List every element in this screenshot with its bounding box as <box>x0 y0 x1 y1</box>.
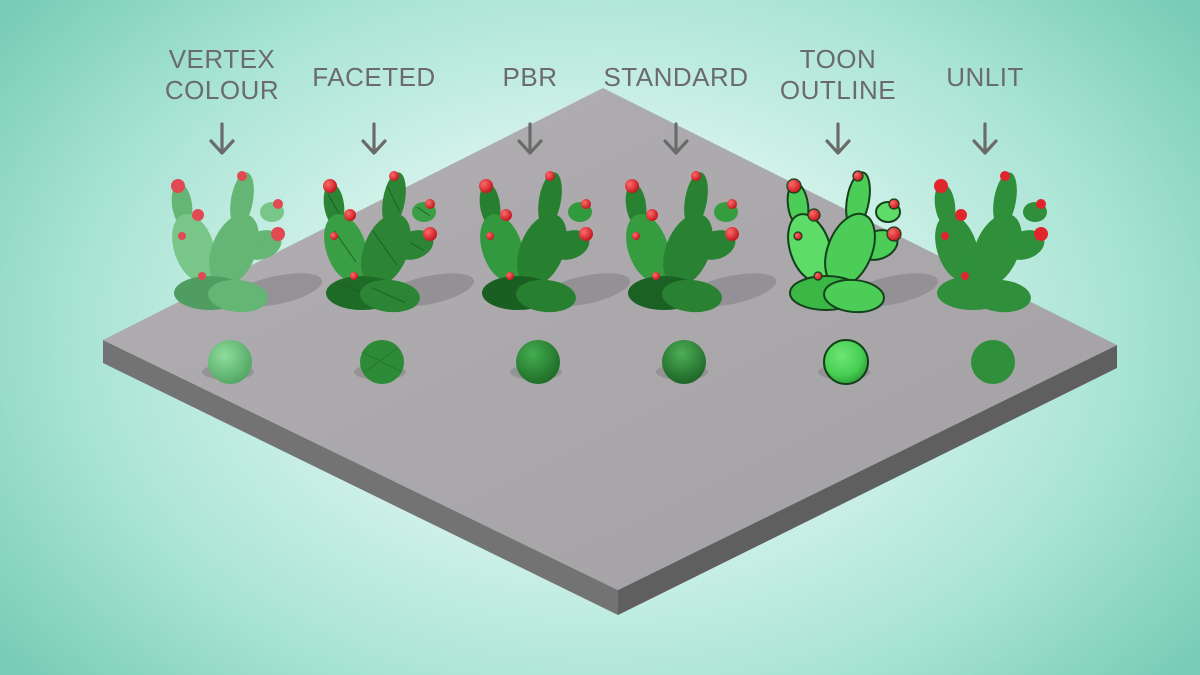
cactus-flower <box>813 271 823 281</box>
cactus-model-unlit <box>934 171 1048 313</box>
platform-left-side <box>103 340 618 615</box>
models <box>171 170 1048 385</box>
cactus-pad <box>516 279 576 313</box>
cactus-flower <box>727 199 737 209</box>
cactus-flower <box>273 199 283 209</box>
sphere-toon-outline <box>823 339 869 385</box>
cactus-flower <box>425 199 435 209</box>
cactus-flower <box>725 227 739 241</box>
cactus-flower <box>500 209 512 221</box>
pad-facet <box>386 185 401 212</box>
cactus-flower <box>1000 171 1010 181</box>
pad-facet <box>372 230 398 266</box>
cactus-flower <box>625 179 639 193</box>
cactus-flower <box>330 232 338 240</box>
cactus-flower <box>545 171 555 181</box>
cactus-flower <box>486 232 494 240</box>
sphere-pbr <box>516 340 560 384</box>
cactus-flower <box>886 226 902 242</box>
cactus-pad <box>208 279 268 313</box>
sphere-vertex-colour <box>208 340 252 384</box>
cactus-flower <box>646 209 658 221</box>
cactus-pad <box>172 214 216 282</box>
cactus-pad <box>230 172 254 228</box>
cactus-flower <box>506 272 514 280</box>
cactus-pad <box>971 279 1031 313</box>
cactus-model-toon-outline <box>786 170 902 314</box>
down-arrow-icon <box>825 122 851 155</box>
cactus-flower <box>941 232 949 240</box>
cactus-flower <box>389 171 399 181</box>
cactus-flower <box>198 272 206 280</box>
cactus-model-faceted <box>323 171 437 313</box>
cactus-pad <box>663 213 713 287</box>
cactus-pad <box>626 214 670 282</box>
platform-top <box>103 88 1117 590</box>
sphere-facets <box>361 347 403 373</box>
platform-right-side <box>618 345 1117 615</box>
cactus-model-standard <box>625 171 739 313</box>
pad-facet <box>416 206 431 217</box>
cactus-flower <box>423 227 437 241</box>
platform <box>103 88 1117 615</box>
cactus-pad <box>209 213 259 287</box>
down-arrow-icon <box>517 122 543 155</box>
cactus-flower <box>581 199 591 209</box>
cactus-model-vertex-colour <box>171 171 285 313</box>
cactus-pad <box>538 172 562 228</box>
cactus-flower <box>632 232 640 240</box>
cactus-flower <box>171 179 185 193</box>
cactus-pad <box>517 213 567 287</box>
pad-facet <box>371 287 406 303</box>
cactus-flower <box>178 232 186 240</box>
cactus-pad <box>662 279 722 313</box>
cactus-pad <box>823 278 885 314</box>
arrows <box>209 122 998 155</box>
down-arrow-icon <box>361 122 387 155</box>
cactus-flower <box>323 179 337 193</box>
cactus-flower <box>691 171 701 181</box>
cactus-pad <box>972 213 1022 287</box>
cactus-pad <box>935 214 979 282</box>
cactus-flower <box>652 272 660 280</box>
cactus-pad <box>993 172 1017 228</box>
material-label-standard: STANDARD <box>603 62 749 92</box>
cactus-flower <box>350 272 358 280</box>
material-label-unlit: UNLIT <box>946 62 1024 92</box>
cactus-pad <box>684 172 708 228</box>
cactus-flower <box>852 170 864 182</box>
cactus-flower <box>955 209 967 221</box>
cactus-flower <box>479 179 493 193</box>
cactus-flower <box>192 209 204 221</box>
cactus-pad <box>480 214 524 282</box>
cactus-flower <box>934 179 948 193</box>
pad-facet <box>327 193 340 215</box>
cactus-flower <box>271 227 285 241</box>
down-arrow-icon <box>663 122 689 155</box>
sphere-unlit <box>971 340 1015 384</box>
material-label-pbr: PBR <box>502 62 558 92</box>
down-arrow-icon <box>209 122 235 155</box>
cactus-flower <box>888 198 900 210</box>
cactus-flower <box>807 208 821 222</box>
material-label-vertex-colour: VERTEX COLOUR <box>164 44 280 105</box>
cactus-flower <box>237 171 247 181</box>
down-arrow-icon <box>972 122 998 155</box>
cactus-flower <box>793 231 803 241</box>
cactus-flower <box>579 227 593 241</box>
cactus-flower <box>344 209 356 221</box>
cactus-flower <box>1034 227 1048 241</box>
sphere-standard <box>662 340 706 384</box>
material-label-toon-outline: TOON OUTLINE <box>779 44 897 105</box>
cactus-flower <box>961 272 969 280</box>
cactus-model-pbr <box>479 171 593 313</box>
cactus-flower <box>1036 199 1046 209</box>
cactus-flower <box>786 178 802 194</box>
material-label-faceted: FACETED <box>312 62 436 92</box>
